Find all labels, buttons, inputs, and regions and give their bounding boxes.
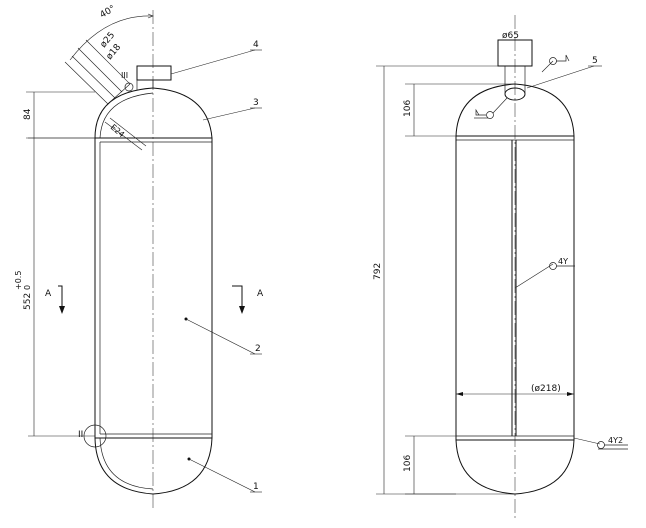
detail-III-label: III — [121, 71, 128, 80]
angle-label: 40° — [99, 4, 118, 21]
weld-E24-label: E24 — [109, 123, 126, 140]
weld-symbol-mid: 4Y — [558, 257, 568, 266]
dim-84-label: 84 — [23, 108, 33, 120]
left-bottom-dome — [94, 437, 213, 495]
section-right-label: A — [257, 289, 264, 299]
angle-arc — [69, 15, 154, 61]
weld-E24-leader2 — [109, 117, 147, 147]
total-length-label: 792 — [373, 263, 383, 280]
left-inclined-fitting — [64, 39, 134, 105]
weld-circle-bottom — [597, 441, 605, 449]
weld-circle-mid — [549, 262, 557, 270]
section-marker-left: A — [45, 285, 65, 314]
length-label: 552 — [23, 293, 33, 310]
part-label-2: 2 — [255, 344, 261, 354]
part-label-4: 4 — [253, 40, 259, 50]
part5-leader — [526, 65, 595, 89]
length-tol-lower: 0 — [23, 285, 32, 290]
left-nozzle — [136, 65, 172, 81]
weld-E24-leader — [104, 121, 143, 151]
right-nozzle — [497, 39, 533, 67]
diameter-label: (ø218) — [531, 384, 561, 394]
section-left-label: A — [45, 289, 52, 299]
part-label-1: 1 — [253, 482, 259, 492]
part-label-3: 3 — [253, 98, 259, 108]
left-bottom-dome-inner — [99, 437, 154, 490]
detail-II-circle — [83, 424, 107, 448]
dim-106-top-label: 106 — [403, 100, 413, 117]
detail-II-label: II — [78, 430, 83, 440]
dia65-label: ø65 — [502, 31, 519, 41]
length-tol-upper: +0.5 — [14, 271, 23, 290]
detail-III-circle — [124, 82, 134, 92]
right-view: ø65 5 106 792 4Y (ø218) — [373, 15, 628, 520]
weld-circle-left — [486, 111, 494, 119]
weld-bottom-leader — [573, 437, 601, 445]
weld-symbol-bottom: 4Y2 — [608, 436, 623, 445]
dim-106-bottom-label: 106 — [403, 455, 413, 472]
left-top-dome-inner — [99, 92, 154, 139]
section-marker-right: A — [232, 285, 264, 314]
weld-mid-leader — [514, 263, 554, 289]
part5-label: 5 — [592, 56, 598, 66]
part-leaders: 4 3 2 1 — [170, 40, 262, 493]
left-view: 40° ø25 ø18 III 84 E24 552 +0.5 0 A A — [14, 4, 264, 510]
